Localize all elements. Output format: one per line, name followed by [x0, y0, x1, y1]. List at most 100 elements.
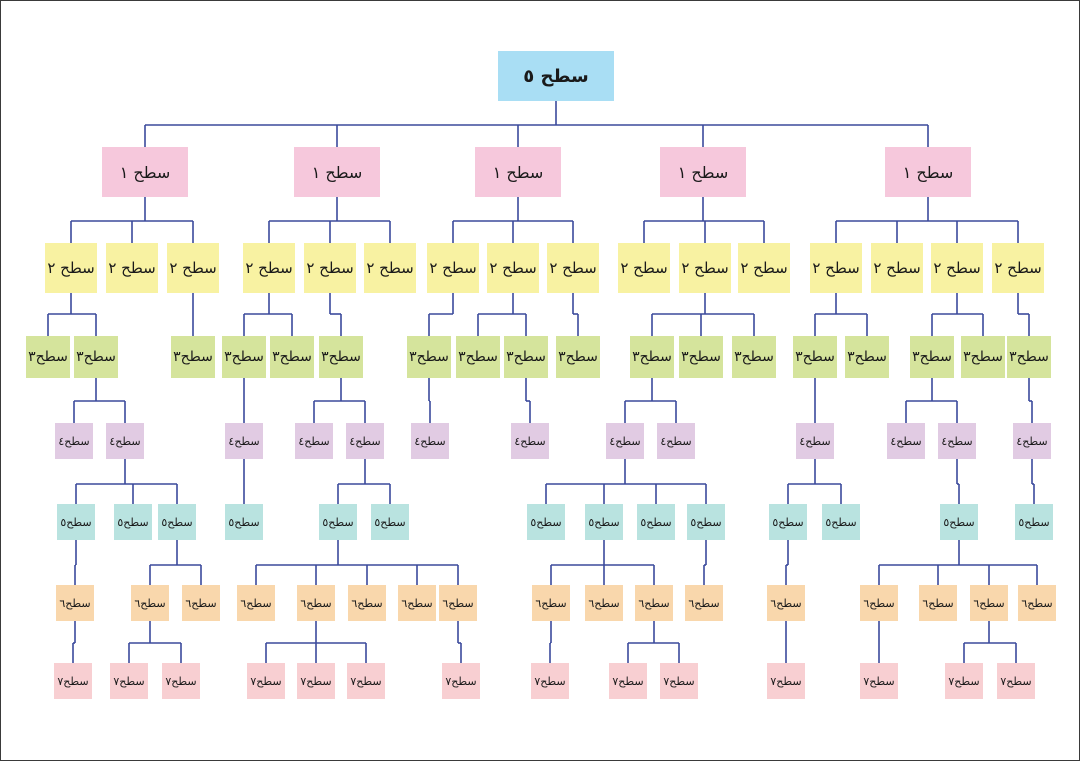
level-7-node: سطح٧ — [531, 663, 569, 699]
level-2-node: سطح ٢ — [487, 243, 539, 293]
level-5-node: سطح٥ — [687, 504, 725, 540]
level-6-node: سطح٦ — [398, 585, 436, 621]
level-5-node: سطح٥ — [585, 504, 623, 540]
level-3-node: سطح٣ — [556, 336, 600, 378]
level-4-node: سطح٤ — [657, 423, 695, 459]
level-5-node: سطح٥ — [822, 504, 860, 540]
level-2-node: سطح ٢ — [547, 243, 599, 293]
level-4-node: سطح٤ — [1013, 423, 1051, 459]
level-6-node: سطح٦ — [56, 585, 94, 621]
level-2-node: سطح ٢ — [364, 243, 416, 293]
level-4-node: سطح٤ — [411, 423, 449, 459]
level-2-node: سطح ٢ — [243, 243, 295, 293]
level-3-node: سطح٣ — [732, 336, 776, 378]
level-6-node: سطح٦ — [919, 585, 957, 621]
level-5-node: سطح٥ — [940, 504, 978, 540]
level-2-node: سطح ٢ — [679, 243, 731, 293]
level-3-node: سطح٣ — [845, 336, 889, 378]
level-4-node: سطح٤ — [511, 423, 549, 459]
level-2-node: سطح ٢ — [167, 243, 219, 293]
level-7-node: سطح٧ — [442, 663, 480, 699]
level-2-node: سطح ٢ — [738, 243, 790, 293]
level-6-node: سطح٦ — [131, 585, 169, 621]
level-4-node: سطح٤ — [55, 423, 93, 459]
level-7-node: سطح٧ — [945, 663, 983, 699]
level-2-node: سطح ٢ — [931, 243, 983, 293]
level-4-node: سطح٤ — [106, 423, 144, 459]
level-2-node: سطح ٢ — [618, 243, 670, 293]
level-4-node: سطح٤ — [225, 423, 263, 459]
level-3-node: سطح٣ — [910, 336, 954, 378]
level-5-node: سطح٥ — [527, 504, 565, 540]
level-4-node: سطح٤ — [796, 423, 834, 459]
level-4-node: سطح٤ — [606, 423, 644, 459]
level-4-node: سطح٤ — [346, 423, 384, 459]
level-3-node: سطح٣ — [1007, 336, 1051, 378]
level-3-node: سطح٣ — [679, 336, 723, 378]
level-7-node: سطح٧ — [247, 663, 285, 699]
level-5-node: سطح٥ — [769, 504, 807, 540]
level-2-node: سطح ٢ — [427, 243, 479, 293]
level-3-node: سطح٣ — [407, 336, 451, 378]
level-5-node: سطح٥ — [637, 504, 675, 540]
level-6-node: سطح٦ — [532, 585, 570, 621]
level-6-node: سطح٦ — [439, 585, 477, 621]
level-6-node: سطح٦ — [767, 585, 805, 621]
level-3-node: سطح٣ — [793, 336, 837, 378]
level-7-node: سطح٧ — [997, 663, 1035, 699]
level-6-node: سطح٦ — [635, 585, 673, 621]
level-1-node: سطح ١ — [475, 147, 561, 197]
level-3-node: سطح٣ — [74, 336, 118, 378]
level-6-node: سطح٦ — [237, 585, 275, 621]
level-5-node: سطح٥ — [225, 504, 263, 540]
level-5-node: سطح٥ — [158, 504, 196, 540]
level-7-node: سطح٧ — [162, 663, 200, 699]
level-2-node: سطح ٢ — [992, 243, 1044, 293]
level-1-node: سطح ١ — [885, 147, 971, 197]
level-5-node: سطح٥ — [114, 504, 152, 540]
level-7-node: سطح٧ — [860, 663, 898, 699]
level-2-node: سطح ٢ — [810, 243, 862, 293]
level-3-node: سطح٣ — [504, 336, 548, 378]
level-7-node: سطح٧ — [347, 663, 385, 699]
level-6-node: سطح٦ — [970, 585, 1008, 621]
level-3-node: سطح٣ — [319, 336, 363, 378]
level-2-node: سطح ٢ — [106, 243, 158, 293]
level-7-node: سطح٧ — [660, 663, 698, 699]
level-4-node: سطح٤ — [887, 423, 925, 459]
level-2-node: سطح ٢ — [45, 243, 97, 293]
level-2-node: سطح ٢ — [304, 243, 356, 293]
level-6-node: سطح٦ — [685, 585, 723, 621]
level-0-node: سطح ٥ — [498, 51, 614, 101]
level-7-node: سطح٧ — [54, 663, 92, 699]
level-5-node: سطح٥ — [1015, 504, 1053, 540]
level-6-node: سطح٦ — [1018, 585, 1056, 621]
level-6-node: سطح٦ — [297, 585, 335, 621]
level-6-node: سطح٦ — [860, 585, 898, 621]
level-4-node: سطح٤ — [295, 423, 333, 459]
level-7-node: سطح٧ — [297, 663, 335, 699]
level-2-node: سطح ٢ — [871, 243, 923, 293]
level-7-node: سطح٧ — [110, 663, 148, 699]
level-3-node: سطح٣ — [630, 336, 674, 378]
level-5-node: سطح٥ — [371, 504, 409, 540]
level-6-node: سطح٦ — [182, 585, 220, 621]
level-3-node: سطح٣ — [26, 336, 70, 378]
level-6-node: سطح٦ — [585, 585, 623, 621]
level-5-node: سطح٥ — [57, 504, 95, 540]
level-3-node: سطح٣ — [961, 336, 1005, 378]
level-3-node: سطح٣ — [222, 336, 266, 378]
level-3-node: سطح٣ — [456, 336, 500, 378]
level-1-node: سطح ١ — [102, 147, 188, 197]
level-1-node: سطح ١ — [660, 147, 746, 197]
level-7-node: سطح٧ — [609, 663, 647, 699]
level-7-node: سطح٧ — [767, 663, 805, 699]
level-5-node: سطح٥ — [319, 504, 357, 540]
level-1-node: سطح ١ — [294, 147, 380, 197]
level-6-node: سطح٦ — [348, 585, 386, 621]
level-3-node: سطح٣ — [270, 336, 314, 378]
level-3-node: سطح٣ — [171, 336, 215, 378]
